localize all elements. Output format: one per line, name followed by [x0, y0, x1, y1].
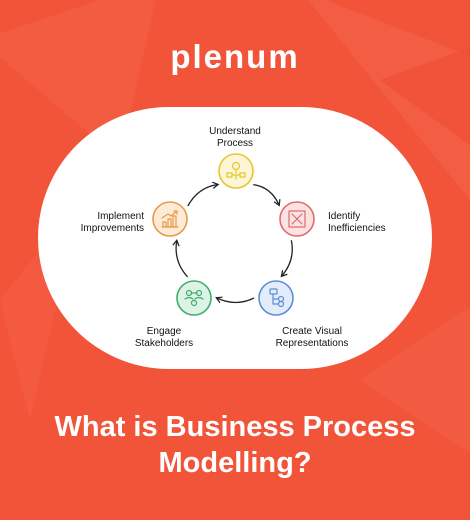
- brand-logo: plenum: [0, 38, 470, 76]
- step-label-understand-process: Understand Process: [185, 126, 285, 150]
- lightbulb-flowchart-icon: [226, 161, 246, 180]
- cycle-arrow: [187, 181, 220, 207]
- step-label-identify-inefficiencies: Identify Inefficiencies: [328, 211, 428, 235]
- step-label-line2: Improvements: [80, 223, 144, 234]
- step-label-line2: Stakeholders: [134, 338, 194, 349]
- step-circle: [258, 280, 294, 316]
- cycle-step-node: [218, 153, 254, 189]
- step-label-implement-improvements: Implement Improvements: [44, 211, 144, 235]
- step-label-create-visual-representations: Create Visual Representations: [257, 326, 367, 350]
- step-label-line1: Engage: [146, 326, 182, 337]
- step-label-engage-stakeholders: Engage Stakeholders: [114, 326, 214, 350]
- cycle-step-node: [152, 201, 188, 237]
- step-circle: [176, 280, 212, 316]
- flowchart-icon: [269, 288, 285, 308]
- people-network-icon: [184, 289, 204, 307]
- step-label-line2: Representations: [275, 338, 349, 349]
- cycle-nodes: [152, 153, 315, 316]
- headline-line1: What is Business Process: [54, 411, 416, 443]
- step-label-line1: Identify: [328, 211, 361, 222]
- step-label-line2: Process: [216, 138, 254, 149]
- step-label-line1: Implement: [97, 211, 144, 222]
- cycle-arrow: [172, 238, 189, 278]
- brand-logo-text: plenum: [170, 38, 300, 75]
- step-label-line1: Understand: [209, 126, 261, 137]
- headline-line2: Modelling?: [158, 447, 312, 479]
- cycle-step-node: [279, 201, 315, 237]
- cycle-arrow: [253, 183, 281, 207]
- cycle-arrows: [172, 181, 293, 304]
- growth-chart-icon: [161, 210, 179, 228]
- diagram-card: [38, 107, 432, 369]
- x-box-icon: [288, 210, 306, 228]
- cycle-arrow: [280, 240, 293, 278]
- page-headline: What is Business Process Modelling?: [0, 409, 470, 481]
- cycle-step-node: [258, 280, 294, 316]
- cycle-arrow: [215, 296, 255, 304]
- step-label-line1: Create Visual: [282, 326, 342, 337]
- step-label-line2: Inefficiencies: [328, 223, 386, 234]
- cycle-step-node: [176, 280, 212, 316]
